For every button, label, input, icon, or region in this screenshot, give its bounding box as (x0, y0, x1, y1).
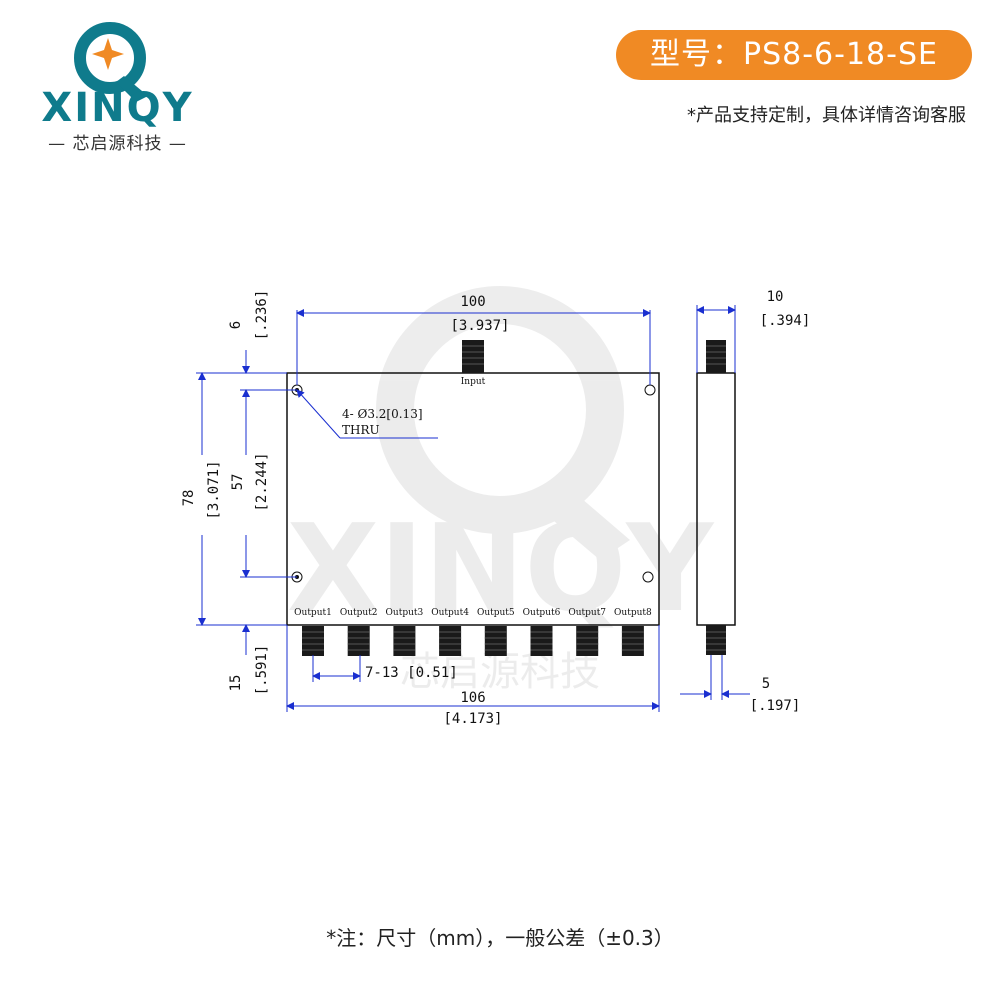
input-port-label: Input (461, 377, 486, 387)
dim-bottom-offset-in: [.591] (254, 645, 270, 696)
dim-hole-spacing: 57 (230, 474, 246, 491)
output-port-label: Output1 (294, 608, 332, 618)
output-connector (439, 626, 462, 656)
input-connector (462, 340, 484, 373)
dim-hole-spacing-in: [2.244] (254, 452, 270, 511)
dim-thickness-in: [.394] (760, 313, 811, 329)
watermark-subtitle: 芯启源科技 (400, 649, 600, 695)
dim-top-offset: 6 (228, 321, 244, 329)
dim-top-width-in: [3.937] (450, 318, 509, 334)
company-logo (28, 18, 218, 158)
output-connector (621, 626, 644, 656)
dim-connector-in: [.197] (750, 698, 801, 714)
dim-connector: 5 (762, 676, 770, 692)
dim-bottom-offset: 15 (228, 675, 244, 692)
output-port-label: Output3 (386, 608, 424, 618)
output-connector (576, 626, 599, 656)
footer-tolerance-note: *注：尺寸（mm），一般公差（±0.3） (326, 926, 674, 950)
brand-name: XINQY (41, 85, 194, 131)
output-port-label: Output5 (477, 608, 515, 618)
hole-note-thru: THRU (342, 423, 380, 437)
output-port-label: Output4 (431, 608, 469, 618)
q-logo-icon (74, 22, 148, 102)
hole-note: 4- Ø3.2[0.13] (342, 407, 423, 421)
dim-thickness: 10 (767, 289, 784, 305)
dim-top-width: 100 (460, 294, 485, 310)
output-port-label: Output2 (340, 608, 378, 618)
dim-top-offset-in: [.236] (254, 290, 270, 341)
leader-line (296, 389, 341, 439)
dim-overall-width-in: [4.173] (443, 711, 502, 727)
dim-pitch: 7-13 [0.51] (365, 665, 458, 681)
output-port-label: Output8 (614, 608, 652, 618)
watermark: XINQY 芯启源科技 (287, 286, 716, 695)
model-badge: 型号：PS8-6-18-SE (616, 30, 972, 80)
output-connector (530, 626, 553, 656)
mount-hole (642, 571, 654, 583)
dim-height-total: 78 (181, 490, 197, 507)
output-connector (302, 626, 324, 656)
brand-subtitle: — 芯启源科技 — (48, 134, 187, 154)
output-port-label: Output7 (568, 608, 606, 618)
mount-hole (644, 384, 656, 396)
output-connector (393, 626, 416, 656)
customization-note: *产品支持定制，具体详情咨询客服 (687, 105, 966, 126)
dim-height-total-in: [3.071] (206, 460, 222, 519)
side-input-connector (706, 340, 726, 373)
watermark-text: XINQY (287, 500, 716, 639)
output-connector (347, 626, 370, 656)
dim-overall-width: 106 (460, 690, 485, 706)
output-port-label: Output6 (523, 608, 561, 618)
output-connector (484, 626, 507, 656)
output-connectors: Output1 Output2 Output3 Output4 Output5 Outpu… (294, 608, 652, 656)
